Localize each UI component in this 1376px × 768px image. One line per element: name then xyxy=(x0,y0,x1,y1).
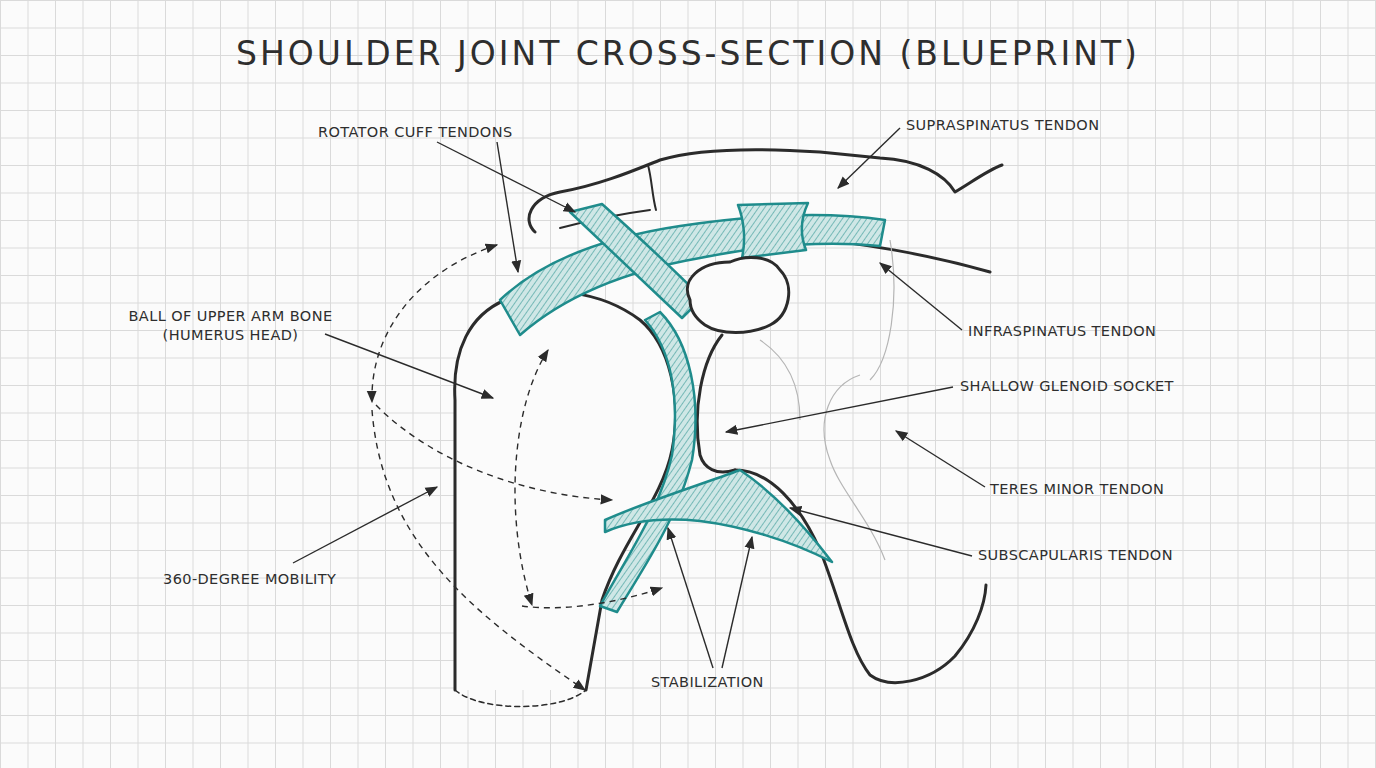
part-label: ROTATOR CUFF TENDONS xyxy=(318,123,513,142)
leader-line xyxy=(722,537,752,668)
part-label: SHALLOW GLENOID SOCKET xyxy=(960,377,1174,396)
leader-lines xyxy=(293,128,985,668)
humerus-outline xyxy=(455,292,676,690)
diagram-title: SHOULDER JOINT CROSS-SECTION (BLUEPRINT) xyxy=(0,32,1376,76)
motion-arc xyxy=(372,410,585,690)
contour-line xyxy=(870,240,894,380)
motion-arc xyxy=(376,405,612,500)
leader-line xyxy=(790,508,972,556)
part-label: SUBSCAPULARIS TENDON xyxy=(978,546,1173,565)
acromion-joint xyxy=(648,165,656,210)
contour-line xyxy=(760,340,800,420)
tendon-band xyxy=(570,204,702,318)
part-label: STABILIZATION xyxy=(651,673,764,692)
part-label: BALL OF UPPER ARM BONE (HUMERUS HEAD) xyxy=(98,307,363,345)
part-label: SUPRASPINATUS TENDON xyxy=(906,116,1099,135)
leader-line xyxy=(838,128,900,188)
leader-line xyxy=(668,528,713,668)
leader-line xyxy=(325,334,493,398)
humerus-cut xyxy=(455,690,586,707)
leader-line xyxy=(896,431,985,487)
leader-line xyxy=(293,487,437,563)
leader-line xyxy=(497,142,518,272)
part-label: INFRASPINATUS TENDON xyxy=(968,322,1156,341)
mobility-arcs xyxy=(372,245,662,690)
leader-line xyxy=(726,387,953,432)
tendon-band xyxy=(605,470,832,562)
motion-arc xyxy=(372,245,497,402)
motion-arc xyxy=(522,588,662,608)
coracoid-process xyxy=(687,257,788,332)
tendon-band xyxy=(500,215,885,335)
tendons xyxy=(500,203,885,612)
motion-arc xyxy=(515,350,548,605)
part-label: 360-DEGREE MOBILITY xyxy=(163,570,336,589)
humerus xyxy=(455,292,676,707)
leader-line xyxy=(880,263,962,330)
part-label: TERES MINOR TENDON xyxy=(990,480,1164,499)
tendon-band xyxy=(738,203,808,258)
glenoid-rim xyxy=(697,335,735,472)
